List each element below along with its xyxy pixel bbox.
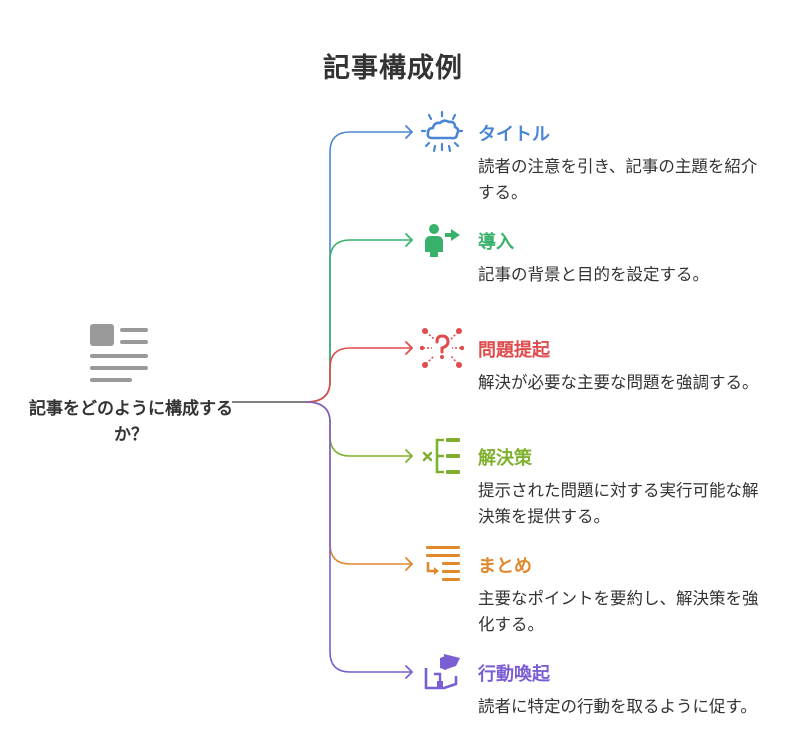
- arrowhead-summary: [405, 557, 414, 571]
- connector-title: [305, 131, 412, 403]
- arrowhead-problem: [405, 341, 414, 355]
- arrowhead-title: [405, 125, 414, 139]
- branch-desc-summary: 主要なポイントを要約し、解決策を強化する。: [478, 589, 759, 634]
- summary-list-icon: [426, 546, 460, 581]
- branch-desc-problem: 解決が必要な主要な問題を強調する。: [478, 373, 759, 392]
- connector-problem: [305, 347, 412, 403]
- connector-summary: [305, 401, 412, 565]
- diagram-title: 記事構成例: [323, 53, 463, 84]
- branch-title-summary: まとめ: [478, 556, 532, 577]
- question-network-icon: [420, 328, 464, 368]
- branch-title-problem: 問題提起: [478, 340, 550, 361]
- megaphone-hand-icon: [424, 654, 460, 690]
- bracket-list-icon: [422, 438, 460, 474]
- burst-cloud-icon: [420, 110, 464, 153]
- person-arrow-icon: [425, 224, 460, 257]
- arrowhead-intro: [405, 233, 414, 247]
- connector-intro: [305, 239, 412, 403]
- connector-solution: [305, 401, 412, 457]
- arrowhead-solution: [405, 449, 414, 463]
- branch-desc-intro: 記事の背景と目的を設定する。: [478, 265, 709, 284]
- connector-cta: [305, 401, 412, 673]
- branch-title-title: タイトル: [478, 124, 550, 145]
- branch-desc-title: 読者の注意を引き、記事の主題を紹介する。: [478, 157, 758, 202]
- article-icon: [90, 324, 148, 382]
- branch-title-intro: 導入: [478, 232, 514, 253]
- branch-title-solution: 解決策: [478, 448, 532, 469]
- central-question: 記事をどのように構成するか？: [29, 399, 233, 445]
- branch-desc-cta: 読者に特定の行動を取るように促す。: [478, 697, 757, 716]
- branch-desc-solution: 提示された問題に対する実行可能な解決策を提供する。: [478, 481, 759, 526]
- arrowhead-cta: [405, 665, 414, 679]
- branch-title-cta: 行動喚起: [478, 664, 550, 685]
